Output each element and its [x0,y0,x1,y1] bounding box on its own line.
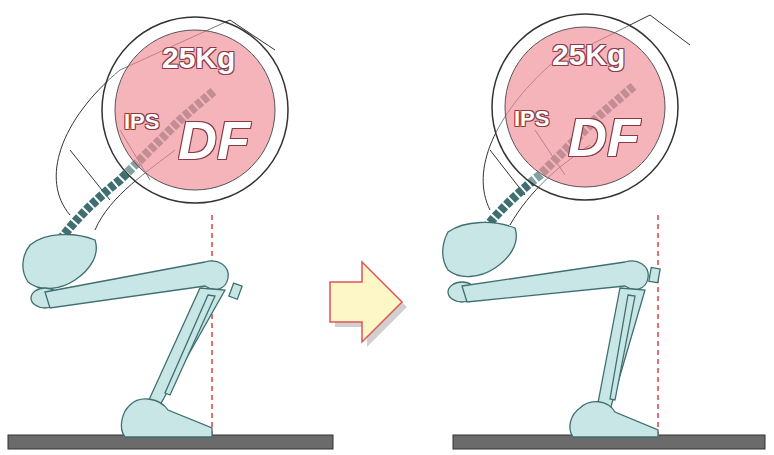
block-arrow [330,262,402,342]
plate-label: IPS [514,108,549,130]
plate-label: DF [178,113,250,167]
reference-line [211,215,213,435]
weight-plate: 25KgIPS DF [100,15,290,205]
plate-label: IPS [124,111,159,133]
skeleton [23,20,275,437]
weight-plate: 25KgIPS DF [490,12,680,202]
skeleton [443,15,690,437]
plate-label: DF [568,110,640,164]
plate-label: 25Kg [162,43,235,73]
plate-label: 25Kg [552,40,625,70]
reference-line [657,215,659,437]
